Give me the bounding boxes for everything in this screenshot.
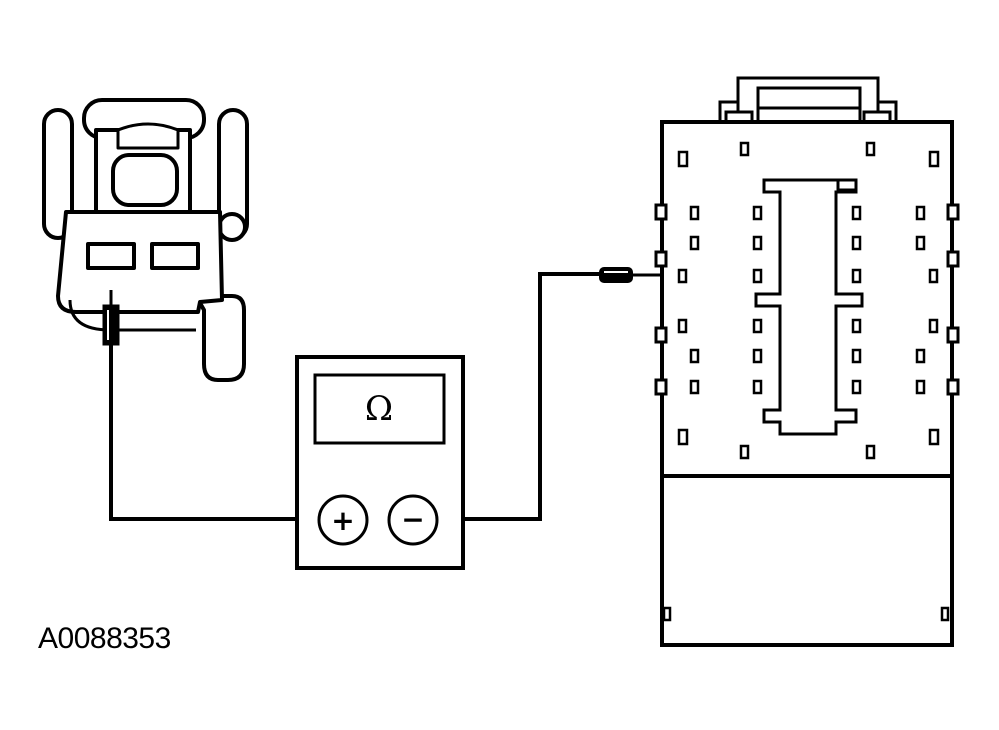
- test-leads: [109, 272, 604, 521]
- negative-terminal-sign: −: [401, 503, 424, 536]
- module-top-tab: [718, 76, 898, 124]
- module-center-socket: [754, 178, 864, 436]
- connector-left-arm: [42, 108, 74, 240]
- positive-terminal-sign: +: [331, 504, 354, 537]
- positive-terminal: [317, 494, 369, 546]
- left-test-probe: [102, 290, 120, 346]
- figure-id-label: A0088353: [38, 622, 171, 655]
- negative-lead-wire: [436, 272, 604, 521]
- multimeter: Ω + −: [295, 355, 465, 570]
- multimeter-display: [313, 373, 446, 445]
- module-side-clips: [654, 203, 960, 396]
- connector-latch-button: [111, 153, 179, 207]
- connector-tail: [194, 294, 246, 382]
- control-module: [654, 76, 960, 647]
- connector-cavity-2: [150, 242, 200, 270]
- harness-connector: [42, 98, 249, 382]
- connector-side-bump: [217, 212, 247, 242]
- positive-lead-wire: [109, 344, 320, 521]
- connector-latch-window: [116, 122, 180, 150]
- ohm-symbol: Ω: [365, 389, 393, 429]
- negative-terminal: [387, 494, 439, 546]
- module-pin-cavities: [662, 141, 950, 622]
- connector-cavity-1: [86, 242, 136, 270]
- connector-body: [56, 210, 224, 314]
